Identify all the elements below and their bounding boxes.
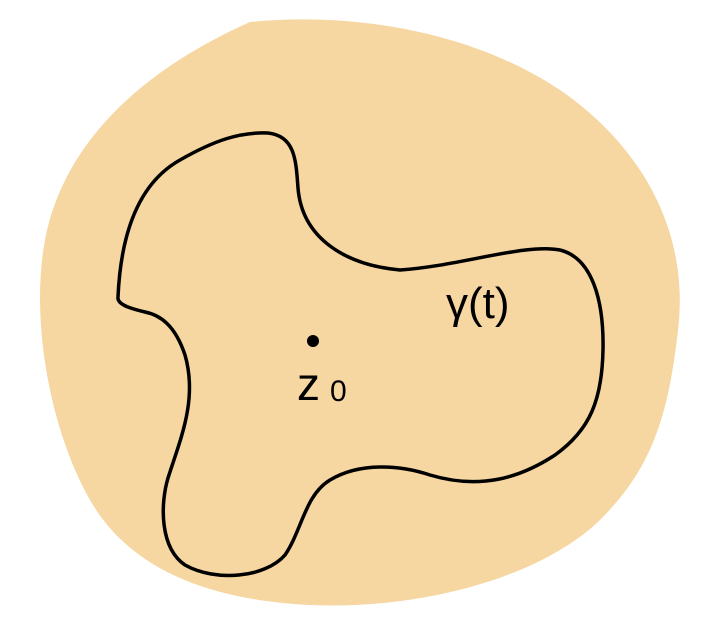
point-z0-label: z <box>297 358 320 410</box>
point-z0-marker <box>307 335 319 347</box>
point-z0-subscript: 0 <box>330 375 347 408</box>
contour-curve <box>116 131 605 578</box>
domain-region <box>40 19 680 606</box>
curve-label: γ(t) <box>446 279 510 328</box>
